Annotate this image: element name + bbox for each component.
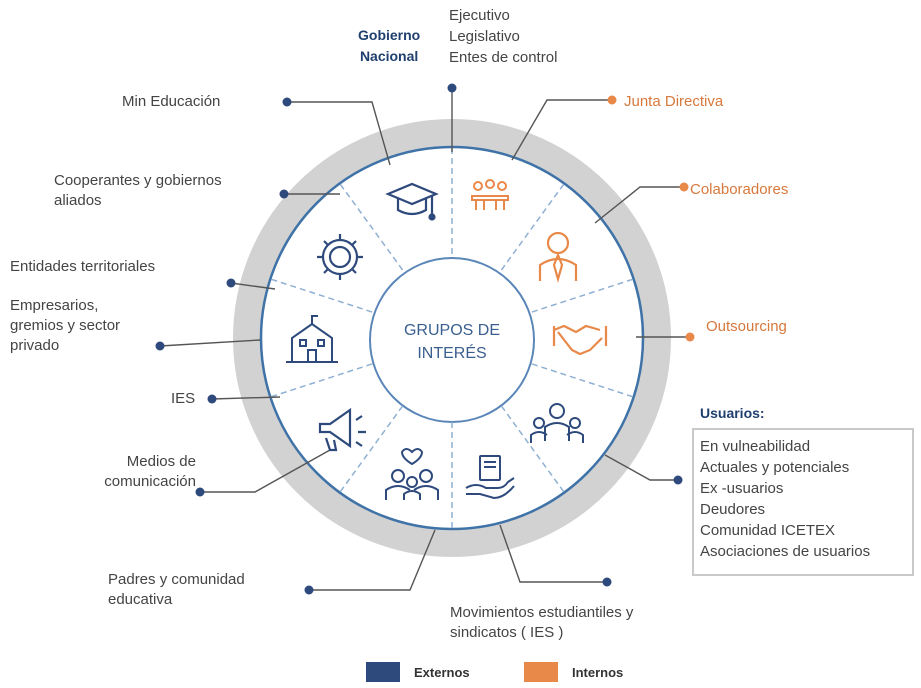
legend-externos: Externos [366, 662, 470, 682]
center-circle [369, 257, 535, 423]
connector-lines [159, 88, 690, 591]
segment-divider [339, 183, 404, 271]
gobierno-item: Ejecutivo [449, 7, 510, 24]
line-entidades [230, 282, 276, 290]
label-colaboradores: Colaboradores [690, 181, 789, 198]
segment-divider [500, 183, 565, 271]
usuarios-item: En vulneabilidad [700, 438, 811, 455]
legend-swatch-externos [366, 662, 400, 682]
dot-movimientos [602, 577, 612, 587]
gobierno-item: Entes de control [449, 49, 558, 66]
line-colaboradores [594, 186, 684, 224]
usuarios-item: Deudores [700, 501, 766, 518]
dot-cooperantes [279, 189, 289, 199]
family-icon [385, 448, 439, 500]
connector-dots [155, 83, 695, 595]
usuarios-item: Actuales y potenciales [700, 459, 850, 476]
dot-min-educacion [282, 97, 292, 107]
segment-dividers [271, 148, 633, 528]
dot-colaboradores [679, 182, 689, 192]
label-medios: Medios de comunicación [62, 452, 196, 492]
line-medios [200, 449, 331, 493]
label-cooperantes-line1: Cooperantes y gobiernos [54, 172, 222, 189]
line-ies [211, 396, 281, 400]
gobierno-list: Ejecutivo Legislativo Entes de control [449, 5, 557, 68]
gobierno-label-line2: Nacional [359, 48, 419, 64]
dot-empresarios [155, 341, 165, 351]
book-hand-icon [465, 455, 515, 500]
line-movimientos [499, 524, 607, 583]
label-entidades: Entidades territoriales [10, 258, 156, 275]
dot-ies [207, 394, 217, 404]
gobierno-nacional-label: Gobierno Nacional [358, 25, 420, 67]
legend-swatch-internos [524, 662, 558, 682]
segment-divider [271, 278, 373, 313]
label-padres-line1: Padres y comunidad [108, 571, 245, 588]
usuarios-list: En vulneabilidad Actuales y potenciales … [692, 428, 914, 576]
center-title-line2: INTERÉS [417, 343, 486, 362]
label-medios-line2: comunicación [104, 473, 196, 490]
legend-label-internos: Internos [572, 664, 624, 680]
dot-padres [304, 585, 314, 595]
legend-label-externos: Externos [414, 664, 470, 680]
segment-divider [339, 405, 404, 493]
line-empresarios [159, 339, 261, 347]
label-movimientos-line2: sindicatos ( IES ) [450, 624, 564, 641]
dot-usuarios [673, 475, 683, 485]
label-cooperantes-line2: aliados [54, 192, 102, 209]
label-empresarios-line1: Empresarios, [10, 297, 99, 314]
label-outsourcing: Outsourcing [706, 318, 787, 335]
line-min-educacion [287, 101, 391, 166]
dot-medios [195, 487, 205, 497]
line-usuarios [604, 454, 678, 481]
segment-divider [271, 363, 373, 398]
usuarios-title: Usuarios: [700, 405, 765, 421]
meeting-icon [471, 179, 509, 210]
group-icon [530, 403, 584, 443]
dot-entidades [226, 278, 236, 288]
dot-junta [607, 95, 617, 105]
usuarios-item: Asociaciones de usuarios [700, 543, 871, 560]
label-empresarios-line3: privado [10, 337, 60, 354]
dot-outsourcing [685, 332, 695, 342]
line-junta [511, 99, 612, 161]
legend-internos: Internos [524, 662, 623, 682]
label-min-educacion: Min Educación [122, 93, 221, 110]
segment-divider [531, 363, 633, 398]
graduation-cap-icon [385, 182, 439, 221]
label-movimientos-line1: Movimientos estudiantiles y [450, 604, 634, 621]
megaphone-icon [318, 407, 366, 452]
label-cooperantes: Cooperantes y gobiernos aliados [54, 171, 222, 211]
label-ies: IES [171, 390, 196, 407]
label-padres: Padres y comunidad educativa [108, 570, 245, 610]
usuarios-item: Ex -usuarios [700, 480, 784, 497]
executive-icon [538, 231, 578, 284]
label-padres-line2: educativa [108, 591, 173, 608]
segment-divider [531, 278, 633, 313]
gobierno-item: Legislativo [449, 28, 520, 45]
center-title-line1: GRUPOS DE [404, 322, 500, 339]
label-empresarios: Empresarios, gremios y sector privado [10, 296, 120, 356]
label-medios-line1: Medios de [126, 453, 196, 470]
segment-divider [500, 405, 565, 493]
dot-gobierno [447, 83, 457, 93]
gobierno-label-line1: Gobierno [358, 27, 421, 43]
gear-icon [317, 234, 363, 280]
usuarios-item: Comunidad ICETEX [700, 522, 836, 539]
label-junta: Junta Directiva [624, 93, 724, 110]
label-empresarios-line2: gremios y sector [10, 317, 121, 334]
school-building-icon [286, 315, 338, 363]
label-movimientos: Movimientos estudiantiles y sindicatos (… [450, 603, 633, 643]
handshake-icon [552, 324, 608, 356]
line-padres [309, 529, 436, 591]
